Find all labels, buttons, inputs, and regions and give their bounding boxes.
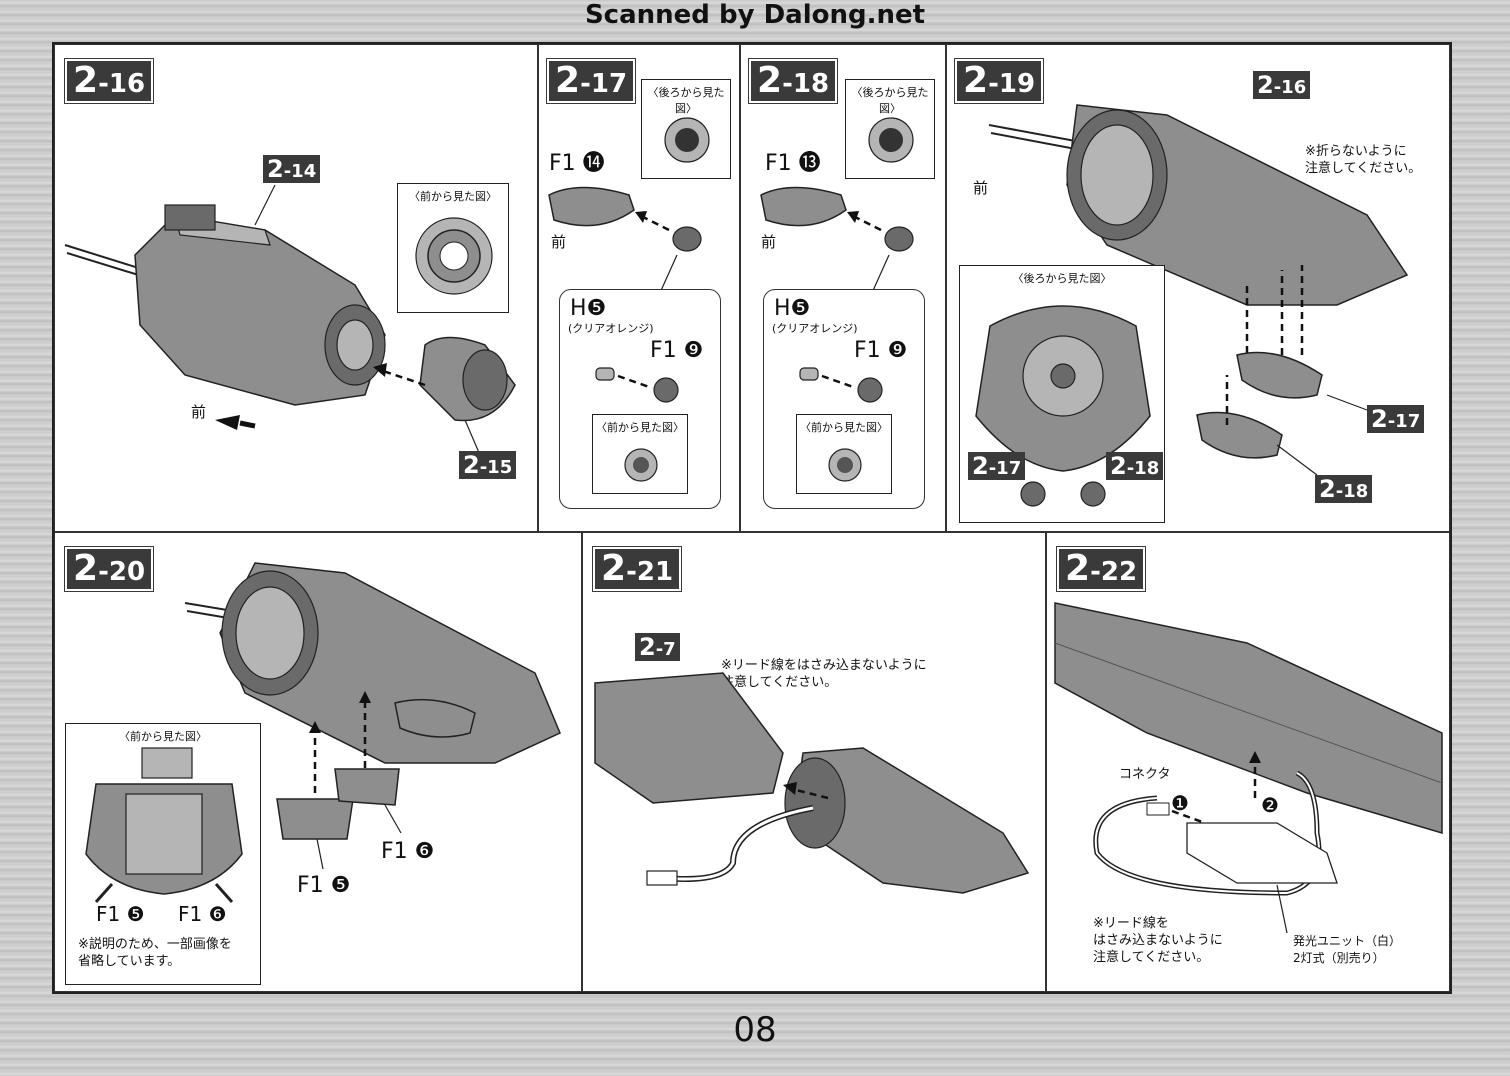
part-label-f1-6: F1 ❻: [381, 839, 435, 864]
front-view-inset: 〈前から見た図〉: [796, 414, 892, 494]
connector-label: コネクタ: [1119, 767, 1171, 782]
scan-credit: Scanned by Dalong.net: [584, 0, 926, 30]
part-back-view: [664, 117, 710, 163]
ref-badge-2-17: 2-17: [968, 452, 1026, 480]
step-1-marker: ❶: [1171, 791, 1189, 815]
front-label: 前: [761, 233, 777, 251]
part-label-f1-5: F1 ❺: [297, 873, 351, 898]
front-label: 前: [551, 233, 567, 251]
step-number-2-18: 2-18: [747, 58, 839, 104]
front-view-caption: 〈前から見た図〉: [596, 421, 684, 434]
lens-front-view: [828, 448, 862, 482]
callout-light-part: H❺ (クリアオレンジ) F1 ❾ 〈前から見た図〉: [763, 289, 925, 509]
light-unit-install-illustration: [1054, 602, 1443, 934]
fin-part-illustration: [760, 186, 914, 296]
ref-badge-2-18: 2-18: [1106, 452, 1164, 480]
ref-badge-2-16: 2-16: [1253, 71, 1311, 99]
back-view-caption: 〈後ろから見た図〉: [851, 86, 929, 115]
ref-badge-2-18: 2-18: [1315, 475, 1373, 503]
step-number-2-20: 2-20: [63, 546, 155, 592]
part-label-f1-5: F1 ❺: [96, 902, 145, 926]
fin-part-illustration: [548, 186, 702, 296]
part-label-f1-14: F1 ⓮: [549, 151, 605, 176]
part-label-f1-6: F1 ❻: [178, 902, 227, 926]
front-label: 前: [191, 403, 207, 421]
hull-back-view: [975, 305, 1151, 507]
ref-badge-2-7: 2-7: [635, 633, 680, 661]
page-number: 08: [733, 1010, 777, 1050]
panel-step-2-18: 2-18 〈後ろから見た図〉 F1 ⓭ 前 H❺ (クリアオレンジ) F1 ❾ …: [740, 44, 946, 532]
lead-wire-caution: ※リード線をはさみ込まないように 注意してください。: [721, 658, 927, 690]
lens-insert-illustration: [595, 367, 679, 403]
callout-light-part: H❺ (クリアオレンジ) F1 ❾ 〈前から見た図〉: [559, 289, 721, 509]
part-label-f1-9: F1 ❾: [854, 338, 908, 363]
part-label-h5: H❺: [570, 296, 607, 321]
clear-orange-note: (クリアオレンジ): [772, 322, 858, 335]
front-label: 前: [973, 179, 989, 197]
part-label-h5: H❺: [774, 296, 811, 321]
nozzle-front-view: [415, 217, 493, 295]
front-view-inset: 〈前から見た図〉: [592, 414, 688, 494]
step-number-2-16: 2-16: [63, 58, 155, 104]
front-view-inset: 〈前から見た図〉: [397, 183, 509, 313]
ref-badge-2-17: 2-17: [1367, 405, 1425, 433]
back-view-inset: 〈後ろから見た図〉: [845, 79, 935, 179]
hull-rear-illustration: [988, 104, 1409, 476]
lens-front-view: [624, 448, 658, 482]
ref-badge-2-14: 2-14: [263, 155, 321, 183]
clear-orange-note: (クリアオレンジ): [568, 322, 654, 335]
ref-badge-2-15: 2-15: [459, 451, 517, 479]
hull-front-view: [85, 747, 243, 903]
front-view-caption: 〈前から見た図〉: [119, 730, 207, 743]
front-view-caption: 〈前から見た図〉: [409, 190, 497, 203]
front-view-inset: 〈前から見た図〉 F1 ❺ F1 ❻ ※説明のため、一部画像を 省略しています。: [65, 723, 261, 985]
step-number-2-17: 2-17: [545, 58, 637, 104]
lens-insert-illustration: [799, 367, 883, 403]
part-back-view: [868, 117, 914, 163]
hull-assembly-illustration: [64, 184, 516, 456]
panel-step-2-22: 2-22 コネクタ ❶ ❷ ※リード線を はさみ込まないように 注意してください…: [1046, 532, 1450, 992]
light-unit-label: 発光ユニット（白） 2灯式（別売り）: [1293, 934, 1402, 965]
back-view-inset: 〈後ろから見た図〉 2-17 2-18: [959, 265, 1165, 523]
panel-step-2-19: 2-19 2-16 ※折らないように 注意してください。 前 2-17 2-18…: [946, 44, 1450, 532]
part-label-f1-9: F1 ❾: [650, 338, 704, 363]
panel-step-2-20: 2-20 F1 ❺ F1 ❻ 〈前から見た図〉 F1 ❺ F1 ❻ ※説明のため…: [54, 532, 582, 992]
hull-join-illustration: [594, 672, 1030, 894]
back-view-inset: 〈後ろから見た図〉: [641, 79, 731, 179]
panel-step-2-21: 2-21 2-7 ※リード線をはさみ込まないように 注意してください。: [582, 532, 1046, 992]
omission-note: ※説明のため、一部画像を 省略しています。: [78, 937, 232, 969]
step-number-2-22: 2-22: [1055, 546, 1147, 592]
hull-underside-illustration: [184, 562, 561, 870]
step-number-2-19: 2-19: [953, 58, 1045, 104]
part-label-f1-13: F1 ⓭: [765, 151, 821, 176]
step-number-2-21: 2-21: [591, 546, 683, 592]
front-view-caption: 〈前から見た図〉: [800, 421, 888, 434]
panel-step-2-16: 2-16 2-14 2-15 前 〈前から見た図〉: [54, 44, 538, 532]
lead-wire-caution: ※リード線を はさみ込まないように 注意してください。: [1093, 916, 1223, 965]
step-2-marker: ❷: [1261, 793, 1279, 817]
back-view-caption: 〈後ろから見た図〉: [1012, 272, 1112, 285]
caution-note: ※折らないように 注意してください。: [1305, 144, 1422, 176]
back-view-caption: 〈後ろから見た図〉: [647, 86, 725, 115]
panel-step-2-17: 2-17 〈後ろから見た図〉 F1 ⓮ 前 H❺ (クリアオレンジ) F1 ❾ …: [538, 44, 740, 532]
